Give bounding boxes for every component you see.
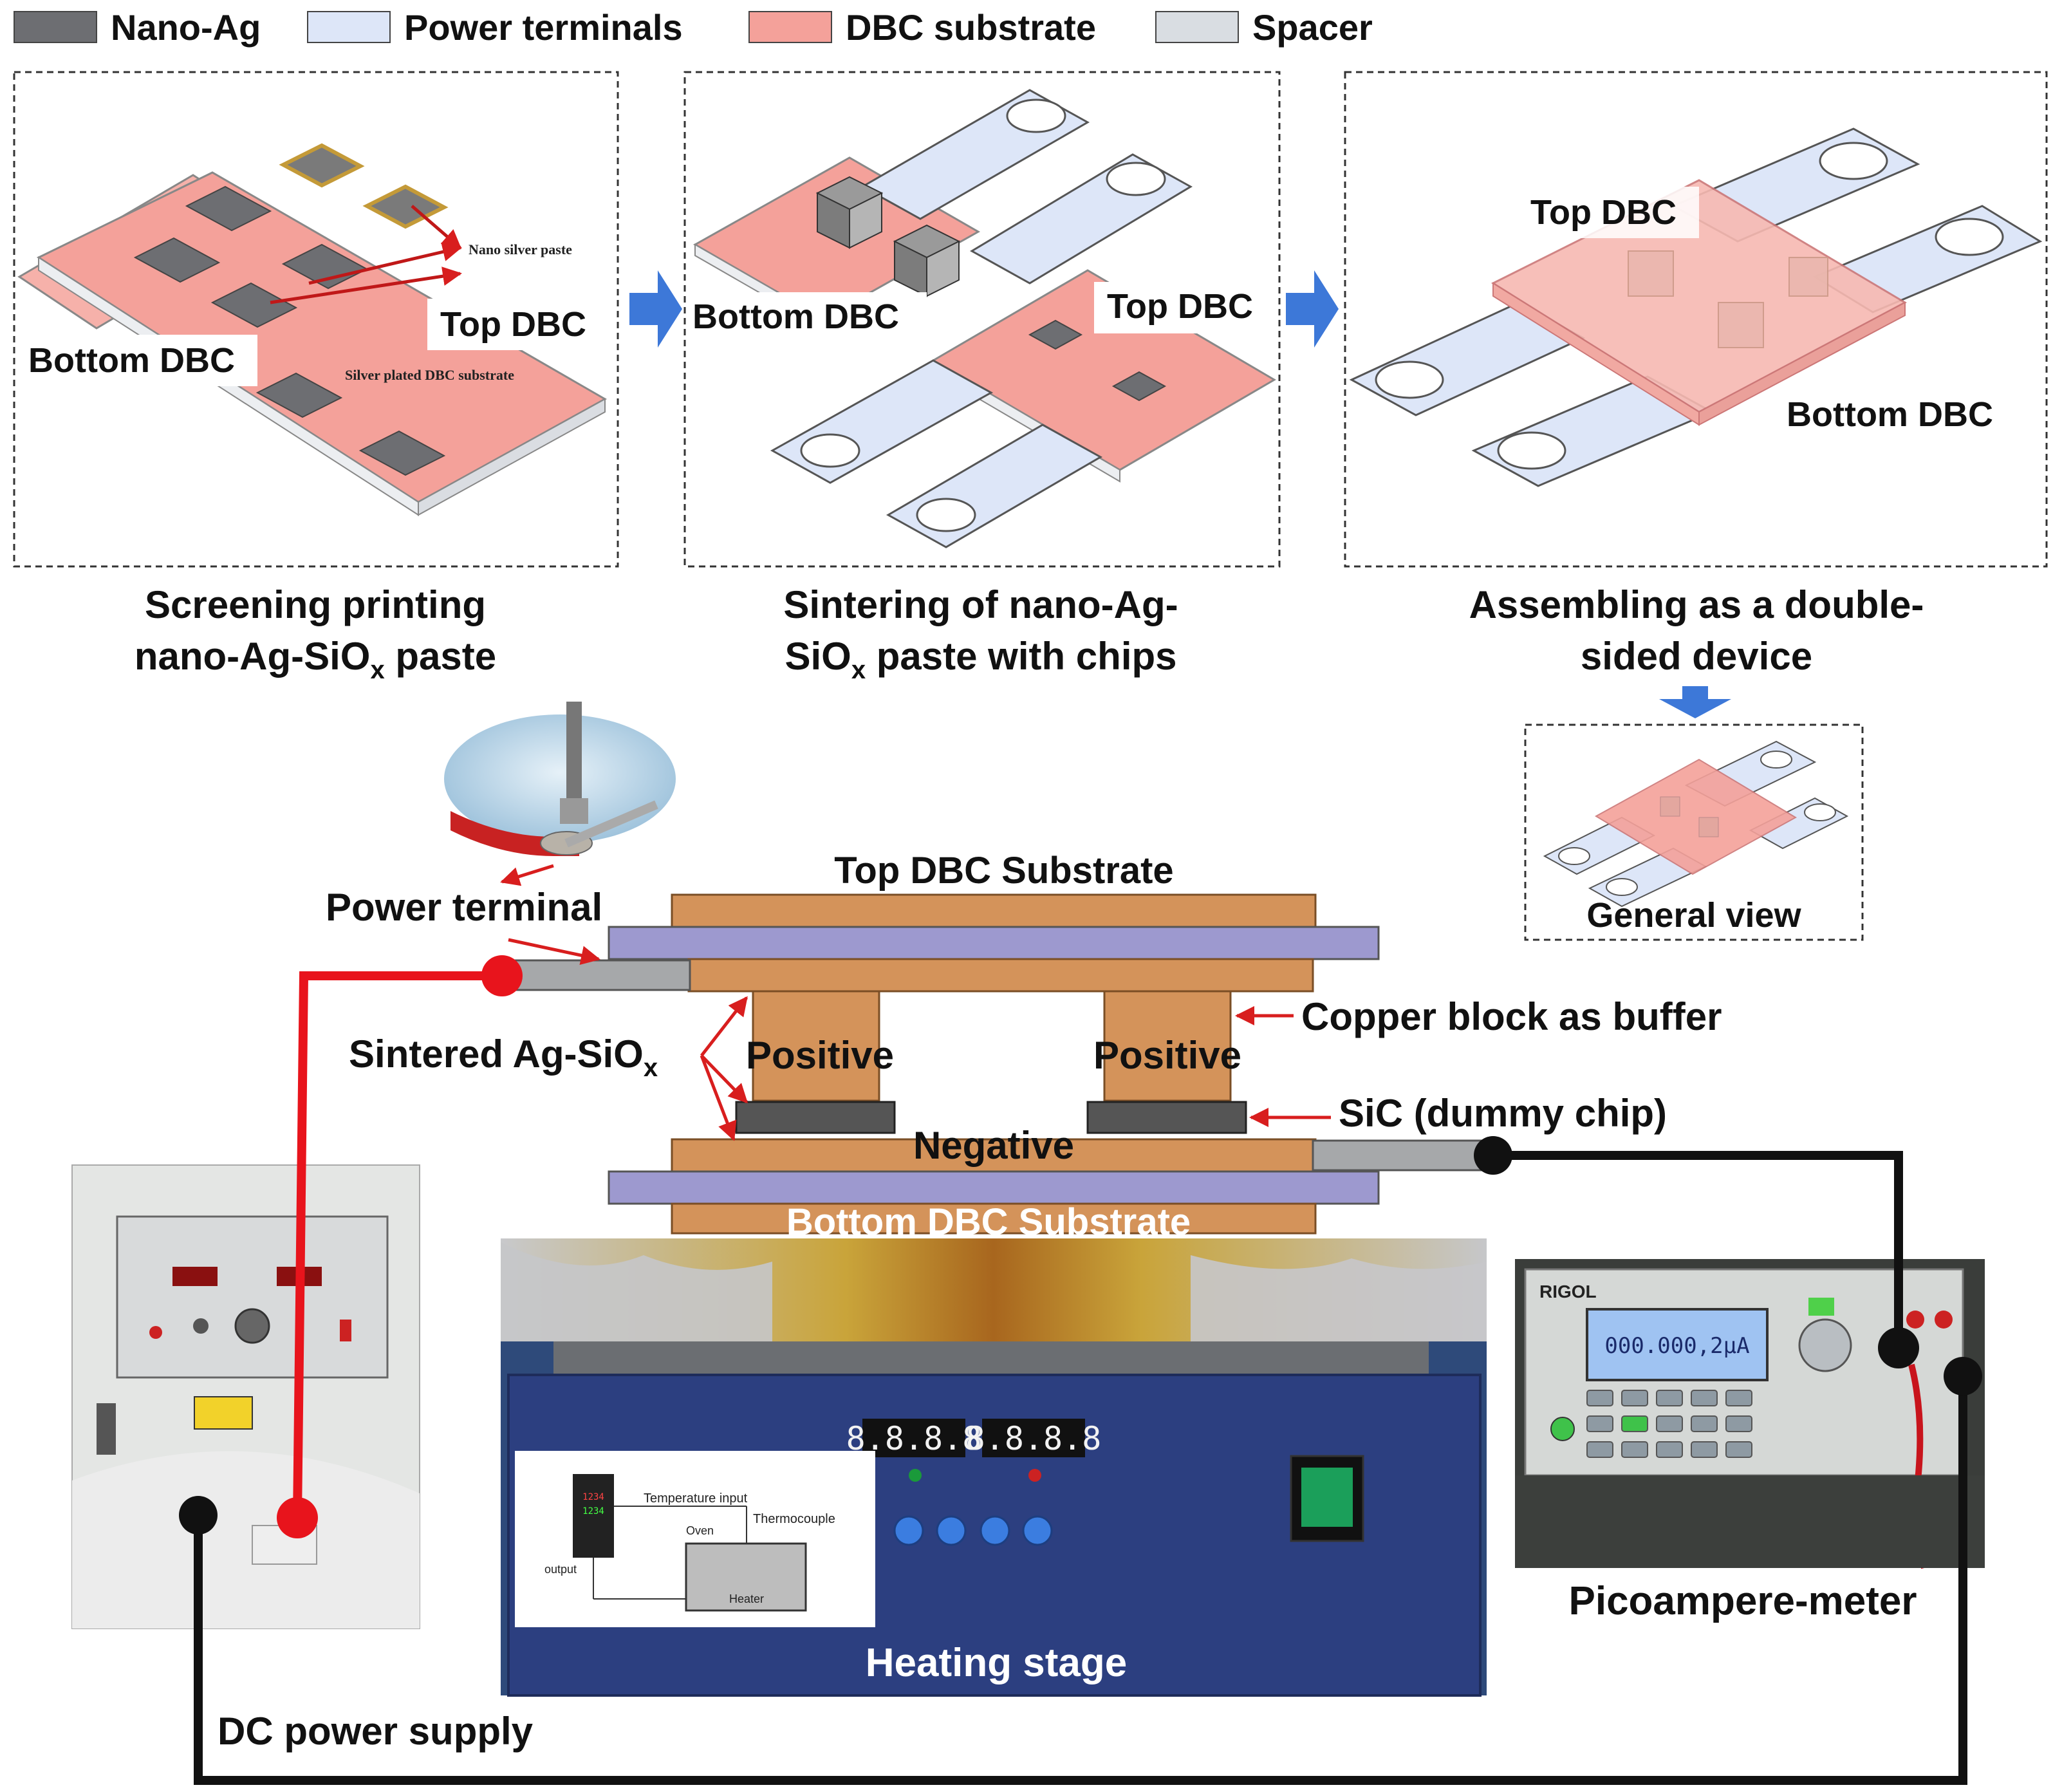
meter-screen: [1586, 1308, 1769, 1381]
heating-stage-label: Heating stage: [866, 1641, 1128, 1685]
panel-assembling: Top DBC Bottom DBC Assembling as a doubl…: [1344, 71, 2048, 718]
p3-top-dbc-label: Top DBC: [1530, 193, 1677, 232]
power-terminal-bar: [501, 959, 691, 991]
bottom-dbc-ceramic: [608, 1170, 1380, 1205]
legend-swatch-power-terminals: [307, 11, 391, 43]
heating-stage: 8.8.8.8 8.8.8.8 1234 1234 Temperature in…: [501, 1238, 1487, 1697]
p2-bottom-dbc-label: Bottom DBC: [692, 297, 899, 336]
wire-positive: [293, 971, 502, 1518]
wire-return-node-meter: [1944, 1357, 1982, 1395]
power-terminal-photo: [444, 714, 676, 843]
general-view-inset: General view: [1524, 723, 1864, 941]
wire-return-node-supply: [179, 1496, 218, 1535]
p2-chips: [815, 176, 961, 297]
p1-nano-silver-paste-label: Nano silver paste: [469, 241, 572, 257]
legend-swatch-nano-ag: [14, 11, 97, 43]
wiring: [179, 955, 1982, 1785]
negative-label: Negative: [913, 1124, 1074, 1167]
temp-control-inset: 1234 1234 Temperature input Thermocouple…: [515, 1451, 875, 1627]
svg-text:Oven: Oven: [686, 1524, 714, 1537]
legend-label-spacer: Spacer: [1252, 7, 1373, 48]
legend: Nano-Ag Power terminals DBC substrate Sp…: [14, 7, 1373, 48]
wire-return: [194, 1376, 1967, 1785]
copper-block-label: Copper block as buffer: [1301, 995, 1722, 1038]
legend-swatch-dbc-substrate: [748, 11, 832, 43]
p1-nano-ag-pads: [133, 185, 446, 476]
svg-text:1234: 1234: [582, 1506, 604, 1517]
legend-label-power-terminals: Power terminals: [404, 7, 683, 48]
copper-block-right: [1103, 990, 1232, 1102]
svg-text:1234: 1234: [582, 1492, 604, 1502]
svg-text:Temperature input: Temperature input: [644, 1491, 748, 1506]
copper-block-left: [752, 990, 880, 1102]
sic-chip-left: [735, 1101, 896, 1134]
top-dbc-ceramic: [608, 926, 1380, 960]
legend-label-dbc-substrate: DBC substrate: [846, 7, 1096, 48]
p2-top-dbc-label: Top DBC: [1107, 287, 1253, 326]
panel-3-border: [1344, 71, 2048, 568]
picoammeter-label: Picoampere-meter: [1568, 1579, 1917, 1623]
arrow-step-2: [1286, 270, 1339, 348]
svg-text:000.000,2μA: 000.000,2μA: [1604, 1333, 1749, 1359]
sintered-ag-siox-label: Sintered Ag-SiOx: [349, 1032, 658, 1082]
p1-silver-plated-label: Silver plated DBC substrate: [345, 367, 514, 383]
positive-label-left: Positive: [746, 1034, 894, 1077]
meter-brand: RIGOL: [1539, 1282, 1597, 1302]
top-dbc-substrate-label: Top DBC Substrate: [834, 850, 1173, 891]
panel-2-border: [683, 71, 1281, 568]
stage-display-1: [862, 1419, 965, 1457]
power-terminal-label: Power terminal: [326, 886, 602, 929]
p2-caption-line1: Sintering of nano-Ag-: [783, 583, 1178, 626]
picoammeter: RIGOL 000.000,2μA Picoampere-meter: [1515, 1259, 1985, 1623]
legend-label-nano-ag: Nano-Ag: [111, 7, 261, 48]
bottom-dbc-substrate-label: Bottom DBC Substrate: [786, 1201, 1191, 1243]
top-dbc-copper-lower: [687, 958, 1314, 993]
p3-bottom-dbc-label: Bottom DBC: [1787, 395, 1993, 434]
p1-caption-line2: nano-Ag-SiOx paste: [135, 635, 496, 684]
wire-positive-node-top: [481, 955, 523, 996]
top-dbc-copper-upper: [671, 893, 1317, 928]
p1-top-dbc-label: Top DBC: [440, 305, 586, 344]
p1-bottom-dbc-edge2: [418, 398, 606, 516]
p1-bottom-dbc-label: Bottom DBC: [28, 341, 235, 380]
p3-caption-line2: sided device: [1581, 635, 1812, 678]
p3-chips: [1628, 250, 1828, 348]
legend-swatch-spacer: [1155, 11, 1239, 43]
wire-negative-node-chip: [1474, 1136, 1512, 1175]
arrow-to-general-view: [1659, 686, 1731, 718]
general-view-label: General view: [1586, 896, 1801, 935]
p3-terminals: [1349, 127, 2043, 487]
svg-text:output: output: [544, 1563, 577, 1576]
svg-text:8.8.8.8: 8.8.8.8: [966, 1420, 1102, 1457]
dc-power-supply: DC power supply: [71, 1164, 534, 1753]
svg-text:Thermocouple: Thermocouple: [753, 1512, 835, 1526]
wire-negative-chip: [1493, 1151, 1903, 1345]
meter-buttons: [1586, 1390, 1752, 1458]
arrow-step-1: [629, 270, 682, 348]
panel-1-border: [13, 71, 619, 568]
p2-caption-line2: SiOx paste with chips: [785, 635, 1176, 684]
panel-sintering: Bottom DBC Top DBC Sintering of nano-Ag-…: [683, 71, 1281, 684]
p2-terminals-lower: [770, 359, 1103, 548]
bottom-dbc-copper-lower: [671, 1202, 1317, 1235]
svg-text:Heater: Heater: [729, 1592, 764, 1605]
p1-caption-line1: Screening printing: [145, 583, 486, 626]
wire-positive-node-bottom: [277, 1497, 318, 1538]
general-view-border: [1524, 723, 1864, 941]
stage-buttons: [893, 1515, 1053, 1546]
stage-display-2: [982, 1419, 1085, 1457]
sic-chip-right: [1086, 1101, 1247, 1134]
wire-meter-node-red: [1878, 1327, 1919, 1368]
panel-screen-printing: Nano silver paste Top DBC Bottom DBC Sil…: [13, 71, 619, 684]
sic-chip-label: SiC (dummy chip): [1339, 1092, 1667, 1135]
positive-label-right: Positive: [1093, 1034, 1241, 1077]
bottom-dbc-copper-upper: [671, 1138, 1317, 1173]
p3-caption-line1: Assembling as a double-: [1469, 583, 1924, 626]
negative-terminal-bar: [1312, 1139, 1494, 1171]
dc-power-supply-label: DC power supply: [218, 1710, 534, 1753]
p2-terminals-upper: [860, 89, 1193, 285]
cross-section: Top DBC Substrate Power terminal Positiv…: [326, 702, 1722, 1243]
